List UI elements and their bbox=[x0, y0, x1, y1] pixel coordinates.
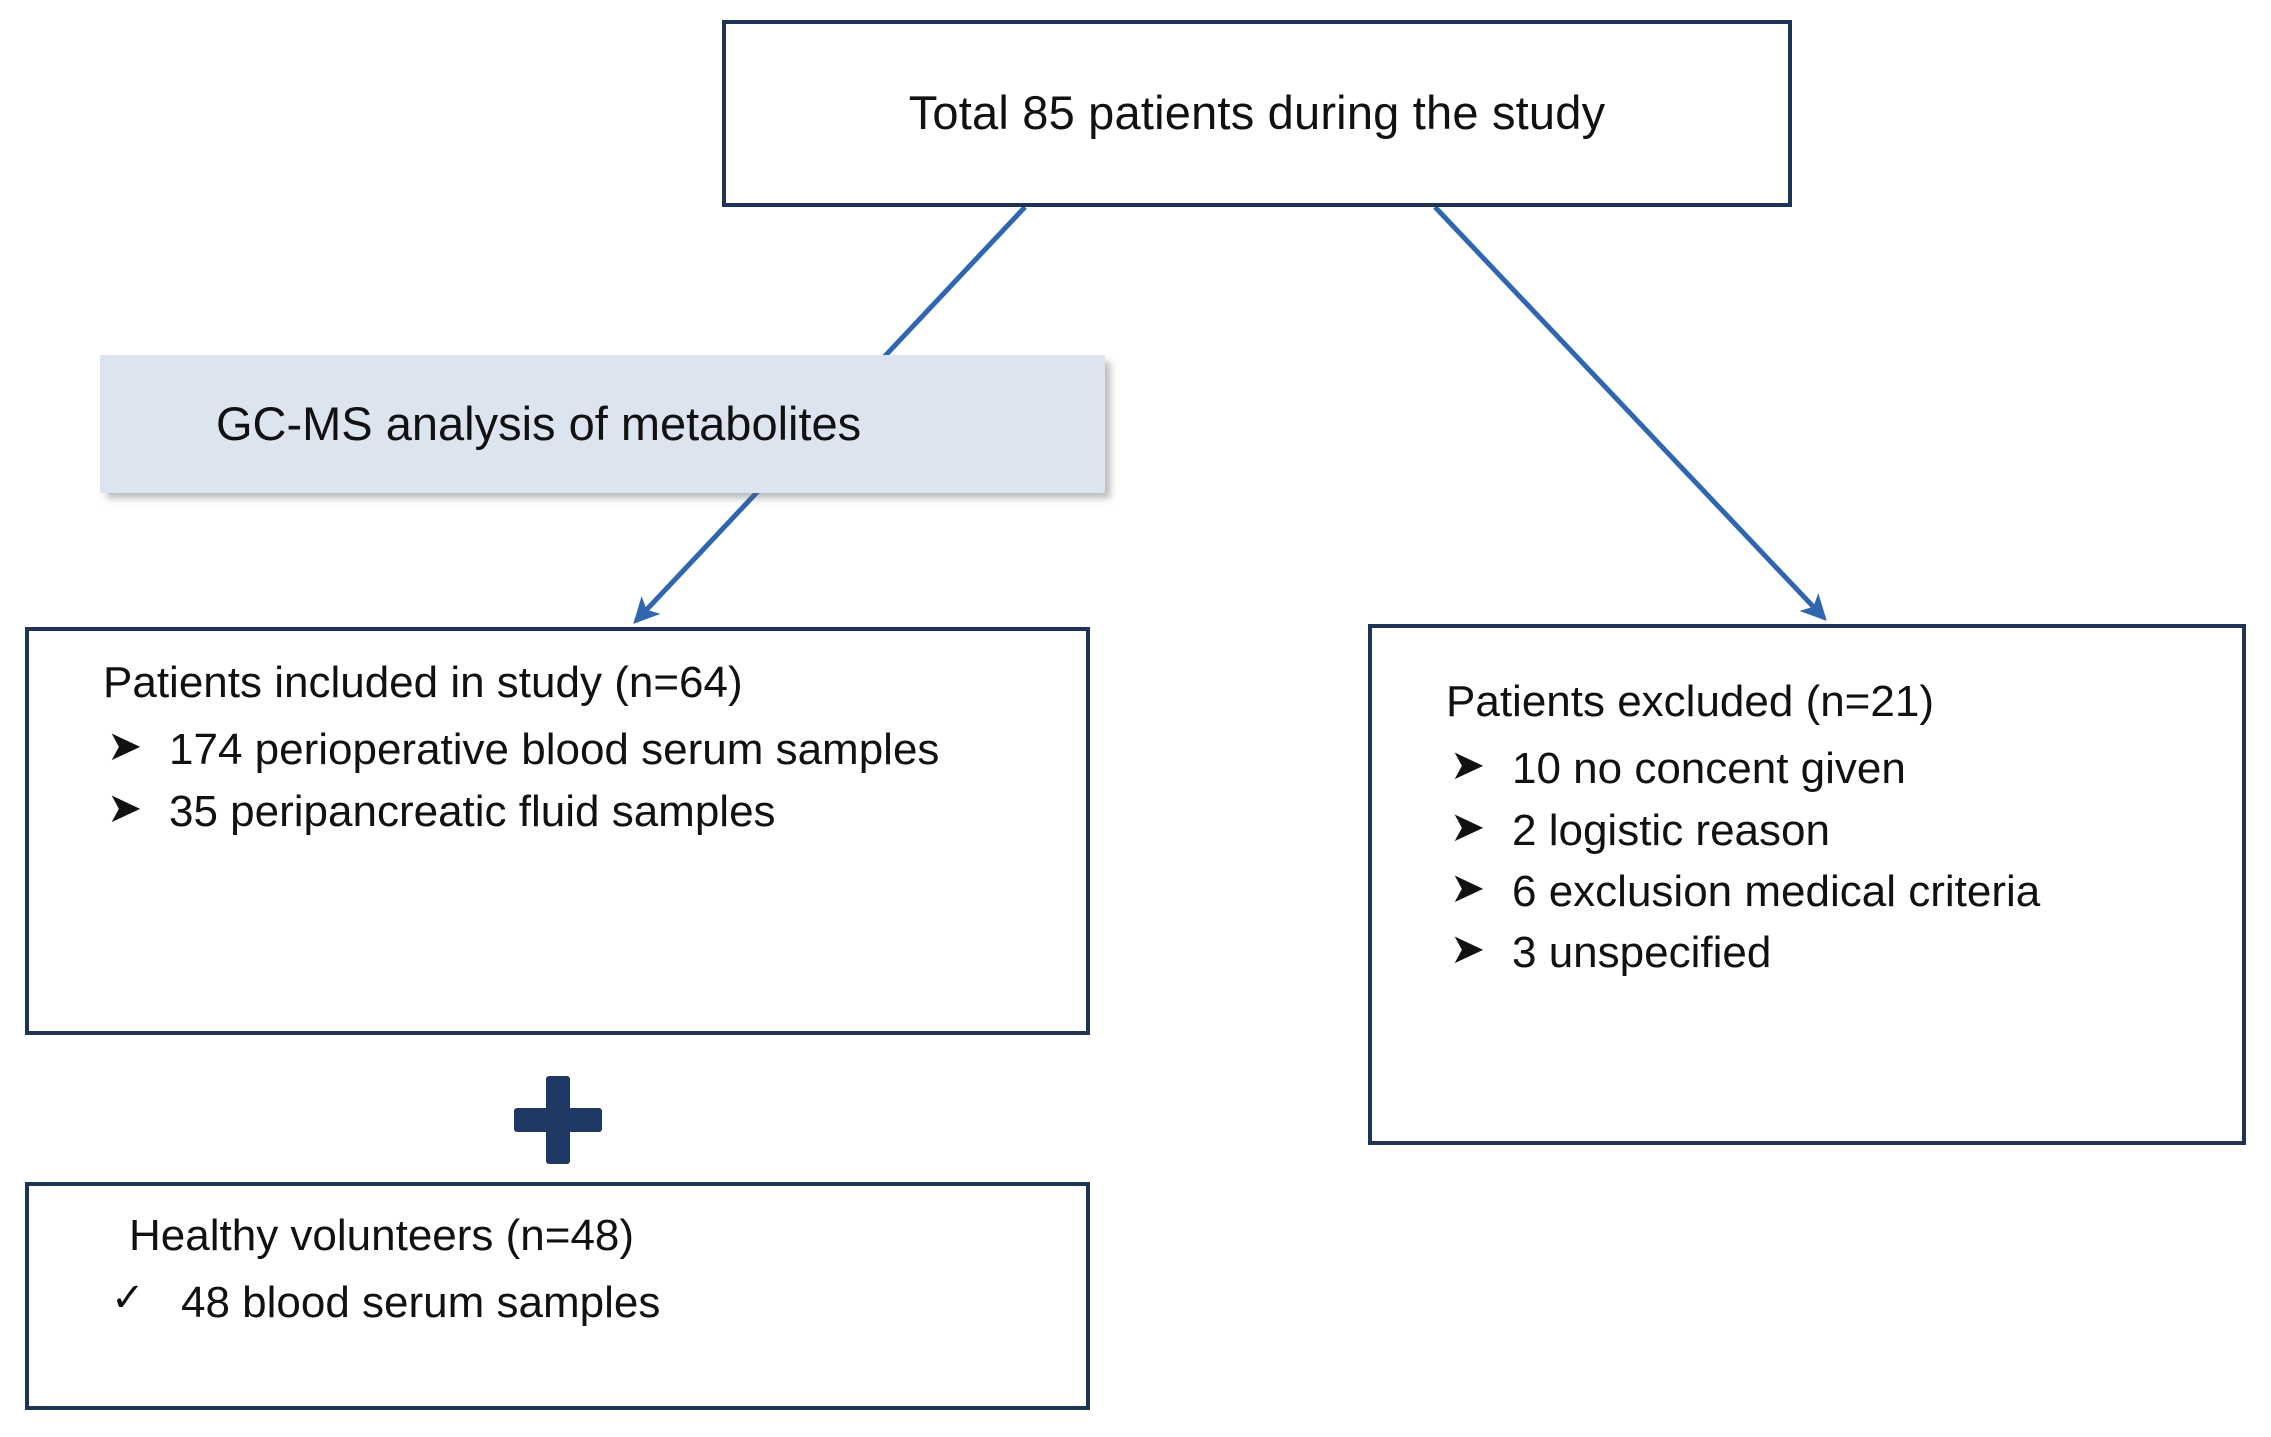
node-gcms-analysis-label: GC-MS analysis of metabolites bbox=[216, 396, 862, 450]
list-item: ➤ 6 exclusion medical criteria bbox=[1446, 863, 2218, 920]
node-patients-excluded-title: Patients excluded (n=21) bbox=[1446, 677, 1934, 726]
list-item-label: 3 unspecified bbox=[1512, 927, 1772, 977]
node-healthy-volunteers[interactable]: Healthy volunteers (n=48) ✓ 48 blood ser… bbox=[25, 1182, 1090, 1410]
plus-icon-vertical-bar bbox=[546, 1076, 570, 1164]
list-item: ✓ 48 blood serum samples bbox=[103, 1274, 1056, 1331]
node-patients-excluded[interactable]: Patients excluded (n=21) ➤ 10 no concent… bbox=[1368, 624, 2246, 1145]
list-item: ➤ 10 no concent given bbox=[1446, 740, 2218, 797]
connector-total-to-excluded bbox=[1433, 205, 1827, 621]
arrow-bullet-icon: ➤ bbox=[1450, 863, 1486, 911]
list-item-label: 6 exclusion medical criteria bbox=[1512, 866, 2041, 916]
node-total-patients[interactable]: Total 85 patients during the study bbox=[722, 20, 1792, 207]
arrow-bullet-icon: ➤ bbox=[107, 722, 143, 770]
arrow-bullet-icon: ➤ bbox=[1450, 741, 1486, 789]
node-healthy-volunteers-title: Healthy volunteers (n=48) bbox=[129, 1211, 635, 1260]
list-item-label: 2 logistic reason bbox=[1512, 805, 1830, 855]
node-patients-included[interactable]: Patients included in study (n=64) ➤ 174 … bbox=[25, 627, 1090, 1035]
node-gcms-analysis[interactable]: GC-MS analysis of metabolites bbox=[100, 355, 1105, 493]
plus-icon bbox=[514, 1076, 602, 1164]
check-bullet-icon: ✓ bbox=[111, 1276, 145, 1321]
node-patients-included-title: Patients included in study (n=64) bbox=[103, 658, 743, 707]
arrow-bullet-icon: ➤ bbox=[107, 783, 143, 831]
node-total-patients-label: Total 85 patients during the study bbox=[908, 86, 1606, 140]
list-item: ➤ 174 perioperative blood serum samples bbox=[103, 721, 1056, 778]
list-item-label: 174 perioperative blood serum samples bbox=[169, 725, 940, 775]
healthy-bullet-list: ✓ 48 blood serum samples bbox=[103, 1274, 1056, 1331]
list-item-label: 48 blood serum samples bbox=[181, 1278, 661, 1328]
list-item-label: 35 peripancreatic fluid samples bbox=[169, 786, 776, 836]
list-item: ➤ 35 peripancreatic fluid samples bbox=[103, 783, 1056, 840]
included-bullet-list: ➤ 174 perioperative blood serum samples … bbox=[103, 721, 1056, 839]
arrow-bullet-icon: ➤ bbox=[1450, 802, 1486, 850]
list-item: ➤ 3 unspecified bbox=[1446, 924, 2218, 981]
arrow-bullet-icon: ➤ bbox=[1450, 924, 1486, 972]
list-item-label: 10 no concent given bbox=[1512, 744, 1906, 794]
excluded-bullet-list: ➤ 10 no concent given ➤ 2 logistic reaso… bbox=[1446, 740, 2218, 981]
list-item: ➤ 2 logistic reason bbox=[1446, 802, 2218, 859]
